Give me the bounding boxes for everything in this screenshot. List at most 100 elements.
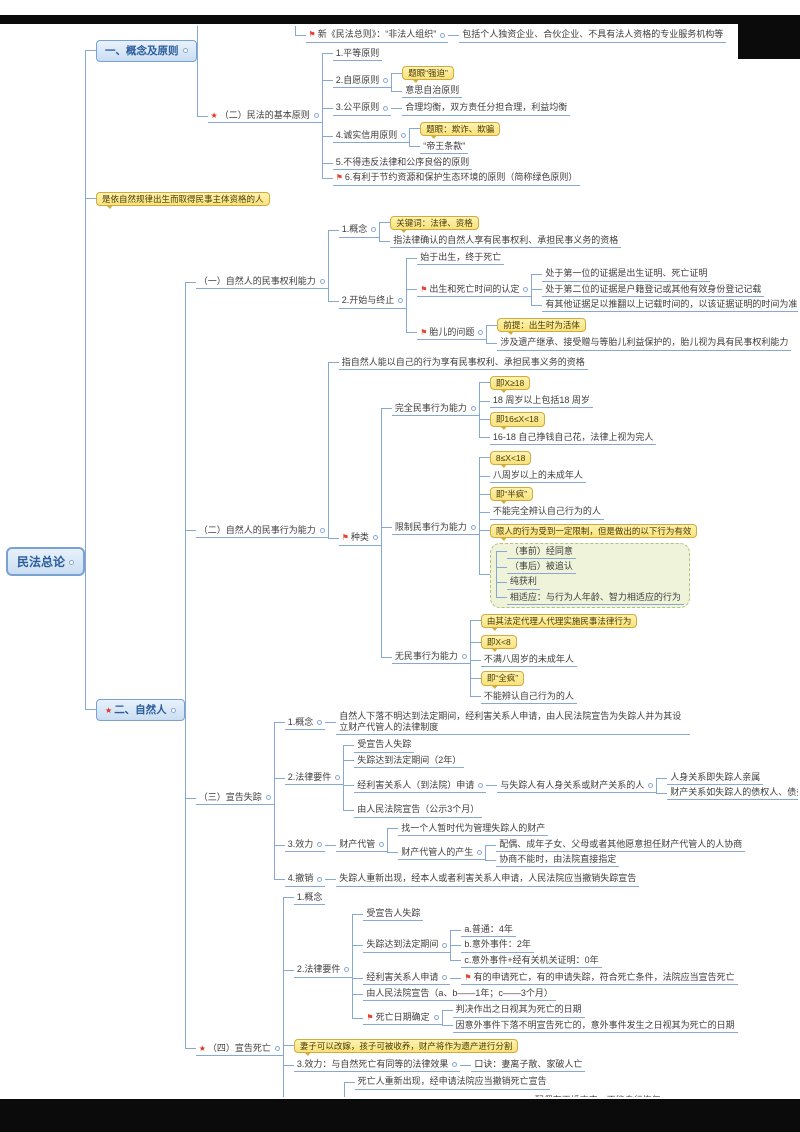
- mindmap-node[interactable]: c.意外事件+经有关机关证明：0年: [461, 955, 602, 968]
- mindmap-node[interactable]: 4.诚实信用原则: [332, 130, 410, 144]
- callout-note[interactable]: 即16≤X<18: [489, 412, 545, 430]
- callout-note[interactable]: 是依自然规律出生而取得民事主体资格的人: [96, 191, 270, 209]
- mindmap-node[interactable]: 口诀：妻离子散、家破人亡: [471, 1059, 586, 1073]
- callout-note[interactable]: 即“半疯”: [489, 487, 534, 505]
- mindmap-node[interactable]: 16-18 自己挣钱自己花，法律上视为完人: [489, 432, 657, 445]
- mindmap-node[interactable]: 4.撤销: [284, 873, 326, 887]
- branch-children: 处于第一位的证据是出生证明、死亡证明处于第二位的证据是户籍登记或其他有效身份登记…: [531, 267, 798, 313]
- mindmap-node[interactable]: “帝王条款”: [420, 141, 469, 155]
- mindmap-node[interactable]: 失踪达到法定期间: [363, 939, 451, 953]
- mindmap-node[interactable]: 不能辨认自己行为的人: [480, 691, 577, 704]
- mindmap-node[interactable]: 失踪达到法定期间（2年）: [354, 755, 465, 768]
- mindmap-branch: 即X<8: [469, 632, 638, 654]
- mindmap-node[interactable]: 指自然人能以自己的行为享有民事权利、承担民事义务的资格: [338, 357, 588, 370]
- mindmap-node[interactable]: 不满八周岁的未成年人: [480, 654, 577, 668]
- mindmap-node[interactable]: （一）自然人的民事权利能力: [195, 276, 328, 290]
- mindmap-node[interactable]: （事前）经同意: [506, 546, 576, 560]
- mindmap-node[interactable]: b.意外事件：2年: [461, 939, 534, 953]
- mindmap-node[interactable]: 纯获利: [506, 576, 540, 590]
- mindmap-node[interactable]: ⚑有的申请死亡，有的申请失踪，符合死亡条件，法院应当宣告死亡: [461, 972, 738, 986]
- callout-note[interactable]: 即“全疯”: [480, 671, 525, 689]
- mindmap-node[interactable]: 不能完全辨认自己行为的人: [489, 506, 604, 520]
- mindmap-node[interactable]: 1.概念: [293, 892, 326, 905]
- mindmap-node[interactable]: 3.效力: [284, 839, 326, 853]
- mindmap-node[interactable]: 处于第二位的证据是户籍登记或其他有效身份登记记载: [542, 284, 765, 297]
- mindmap-node[interactable]: 受宣告人失踪: [354, 739, 415, 753]
- mindmap-node[interactable]: 合理均衡，双方责任分担合理，利益均衡: [402, 102, 571, 116]
- branch-children: 合理均衡，双方责任分担合理，利益均衡: [391, 101, 571, 116]
- callout-note[interactable]: 题眼：欺诈、欺骗: [420, 121, 501, 140]
- mindmap-node[interactable]: 1.概念: [284, 717, 326, 730]
- mindmap-node[interactable]: ⚑6.有利于节约资源和保护生态环境的原则（简称绿色原则）: [332, 172, 581, 186]
- mindmap-node[interactable]: 与失踪人有人身关系或财产关系的人: [497, 780, 657, 793]
- mindmap-node[interactable]: 由人民法院宣告（a、b——1年；c——3个月）: [363, 988, 556, 1002]
- mindmap-node[interactable]: 由人民法院宣告（公示3个月）: [354, 804, 483, 818]
- callout-note[interactable]: 由其法定代理人代理实施民事法律行为: [480, 613, 638, 632]
- mindmap-node[interactable]: （二）自然人的民事行为能力: [195, 525, 328, 538]
- mindmap-node[interactable]: ★（二）民法的基本原则: [207, 110, 322, 124]
- mindmap-node[interactable]: 财产关系如失踪人的债权人、债务人等: [667, 787, 798, 801]
- mindmap-node[interactable]: 处于第一位的证据是出生证明、死亡证明: [542, 268, 711, 282]
- node-text: 指法律确认的自然人享有民事权利、承担民事义务的资格: [393, 234, 619, 245]
- mindmap-node[interactable]: 2.法律要件: [284, 772, 344, 786]
- mindmap-node[interactable]: ⚑死亡日期确定: [363, 1012, 442, 1026]
- mindmap-node[interactable]: 18 周岁以上包括18 周岁: [489, 395, 593, 409]
- mindmap-node[interactable]: 经利害关系人（到法院）申请: [354, 779, 487, 793]
- mindmap-node[interactable]: 无民事行为能力: [391, 651, 470, 665]
- mindmap-node[interactable]: 2.自愿原则: [332, 75, 392, 88]
- mindmap-node[interactable]: 1.概念: [338, 224, 380, 238]
- callout-note[interactable]: 即X≥18: [489, 375, 531, 394]
- mindmap-node[interactable]: 1.平等原则: [332, 48, 383, 61]
- mindmap-node[interactable]: ★（四）宣告死亡: [195, 1043, 283, 1057]
- callout-note[interactable]: 限人的行为受到一定限制，但是做出的以下行为有效: [489, 523, 698, 542]
- callout-note[interactable]: 关键词：法律、资格: [390, 215, 479, 234]
- mindmap-node[interactable]: 财产代管人的产生: [398, 847, 486, 860]
- mindmap-node[interactable]: 死亡人重新出现，经申请法院应当撤销死亡宣告: [354, 1076, 550, 1090]
- mindmap-node[interactable]: 始于出生，终于死亡: [417, 252, 505, 266]
- mindmap-node[interactable]: 配偶有再婚事实，不能自行恢复: [532, 1095, 664, 1097]
- mindmap-node[interactable]: 意思自治原则: [402, 85, 463, 99]
- main-branch-node[interactable]: 一、概念及原则: [96, 39, 197, 62]
- mindmap-node[interactable]: 5.不得违反法律和公序良俗的原则: [332, 157, 473, 171]
- mindmap-node[interactable]: 限制民事行为能力: [391, 522, 479, 535]
- mindmap-node[interactable]: 协商不能时，由法院直接指定: [496, 854, 620, 868]
- mindmap-node[interactable]: ⚑种类: [338, 532, 381, 546]
- mindmap-node[interactable]: 3.公平原则: [332, 102, 392, 116]
- mindmap-node[interactable]: ⚑新《民法总则》：“非法人组织”: [305, 29, 449, 43]
- mindmap-node[interactable]: 经利害关系人申请: [363, 972, 451, 986]
- callout-note[interactable]: 即X<8: [480, 635, 517, 653]
- mindmap-node[interactable]: 3.效力：与自然死亡有同等的法律效果: [293, 1059, 461, 1073]
- mindmap-node[interactable]: 2.法律要件: [293, 964, 353, 978]
- mindmap-node[interactable]: 有其他证据足以推翻以上记载时间的，以该证据证明的时间为准: [542, 299, 798, 313]
- mindmap-node[interactable]: 受宣告人失踪: [363, 908, 424, 922]
- mindmap-branch: 民法总论一、概念及原则（一）民法的概念调整平等主体的自然人、法人和非法人组织之间…: [6, 26, 798, 1097]
- mindmap-node[interactable]: 找一个人暂时代为管理失踪人的财产: [398, 823, 549, 836]
- node-text: 经利害关系人（到法院）申请: [357, 779, 475, 790]
- main-branch-node[interactable]: ★二、自然人: [96, 699, 185, 722]
- mindmap-node[interactable]: 完全民事行为能力: [391, 403, 479, 416]
- callout-note[interactable]: 8≤X<18: [489, 450, 532, 469]
- mindmap-node[interactable]: 八周岁以上的未成年人: [489, 470, 586, 484]
- mindmap-node[interactable]: 判决作出之日视其为死亡的日期: [452, 1004, 585, 1018]
- callout-note[interactable]: 题眼“强迫”: [402, 65, 454, 84]
- root-node[interactable]: 民法总论: [6, 547, 86, 576]
- mindmap-node[interactable]: ⚑胎儿的问题: [417, 327, 487, 341]
- mindmap-node[interactable]: 包括个人独资企业、合伙企业、不具有法人资格的专业服务机构等: [459, 29, 727, 43]
- callout-note[interactable]: 前提：出生时为活体: [497, 318, 586, 336]
- mindmap-node[interactable]: 财产代管: [336, 839, 388, 853]
- callout-note[interactable]: 妻子可以改嫁，孩子可被收养，财产将作为遗产进行分割: [293, 1038, 519, 1057]
- mindmap-node[interactable]: 2.开始与终止: [338, 295, 407, 309]
- mindmap-node[interactable]: 涉及遗产继承、接受赠与等胎儿利益保护的，胎儿视为具有民事权利能力: [497, 337, 792, 351]
- mindmap-node[interactable]: 指法律确认的自然人享有民事权利、承担民事义务的资格: [390, 234, 622, 249]
- mindmap-node[interactable]: 配偶、成年子女、父母或者其他愿意担任财产代管人的人协商: [496, 839, 746, 853]
- mindmap-node[interactable]: ⚑出生和死亡时间的认定: [417, 284, 532, 297]
- mindmap-node[interactable]: a.普通：4年: [461, 924, 516, 938]
- mindmap-node[interactable]: 自然人下落不明达到法定期间，经利害关系人申请，由人民法院宣告为失踪人并为其设立财…: [336, 711, 691, 736]
- mindmap-node[interactable]: 失踪人重新出现，经本人或者利害关系人申请，人民法院应当撤销失踪宣告: [336, 873, 640, 887]
- mindmap-node[interactable]: 相适应：与行为人年龄、智力相适应的行为: [506, 592, 684, 605]
- mindmap-node[interactable]: （三）宣告失踪: [195, 792, 274, 806]
- mindmap-node[interactable]: 人身关系即失踪人亲属: [667, 772, 764, 786]
- mindmap-node[interactable]: （事后）被追认: [506, 561, 576, 575]
- mindmap-node[interactable]: 因意外事件下落不明宣告死亡的，意外事件发生之日视其为死亡的日期: [452, 1020, 738, 1033]
